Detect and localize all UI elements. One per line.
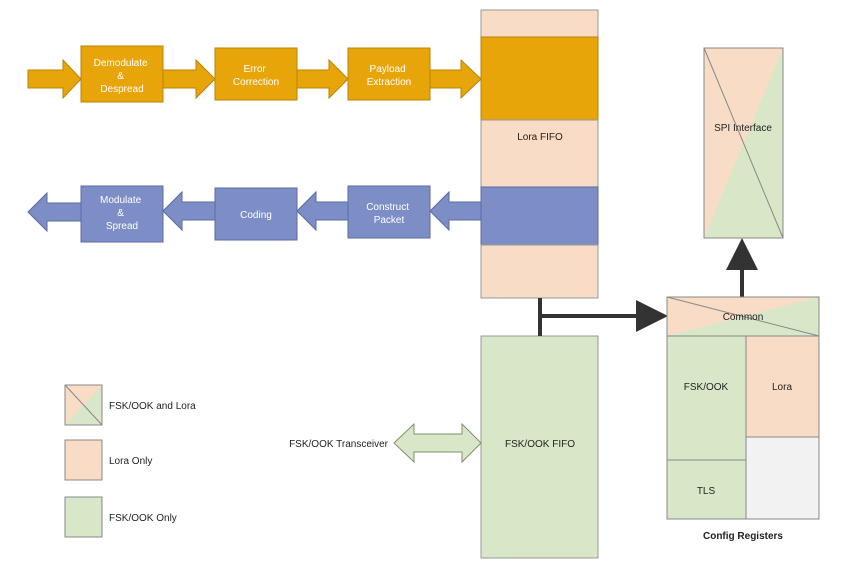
payload-extraction-label: Payload Extraction (367, 64, 411, 88)
fsk-fifo: FSK/OOK FIFO FSK/OOK Transceiver (289, 335, 599, 559)
lora-fifo-bottom-segment (480, 244, 599, 299)
common-label: Common (723, 312, 764, 323)
connectors (538, 238, 758, 336)
lora-fifo-top-segment (480, 9, 599, 38)
coding-label: Coding (240, 210, 272, 221)
fsk-ook-register-label: FSK/OOK (684, 382, 729, 393)
spi-interface-label: SPI Interface (714, 123, 772, 134)
fsk-fifo-label: FSK/OOK FIFO (505, 439, 575, 450)
error-correction-block (214, 47, 298, 101)
demodulate-block (80, 45, 164, 103)
fsk-transceiver-label: FSK/OOK Transceiver (289, 439, 389, 450)
demodulate-label: Demodulate & Despread (94, 58, 151, 95)
rx-arrow-1 (162, 58, 216, 100)
tx-arrow-1 (296, 190, 349, 232)
modulate-block (80, 185, 164, 243)
modulate-label: Modulate & Spread (100, 195, 144, 232)
empty-register-block (745, 436, 820, 520)
lora-register-label: Lora (772, 382, 792, 393)
legend: FSK/OOK and Lora Lora Only FSK/OOK Only (64, 384, 196, 538)
legend-swatch-fsk (64, 496, 103, 538)
lora-fifo-mid-segment (480, 119, 599, 188)
rx-chain: Demodulate & Despread Error Correction P… (27, 45, 482, 103)
lora-fifo-label: Lora FIFO (517, 132, 563, 143)
tls-register-label: TLS (697, 486, 716, 497)
config-registers: Common FSK/OOK Lora TLS Config Registers (666, 296, 820, 542)
config-registers-caption: Config Registers (703, 531, 783, 542)
construct-packet-block (347, 185, 431, 239)
legend-label-lora: Lora Only (109, 456, 152, 467)
error-correction-label: Error Correction (233, 64, 279, 88)
fsk-fifo-block (480, 335, 599, 559)
spi-interface: SPI Interface (703, 47, 784, 239)
lora-fifo: Lora FIFO (480, 9, 599, 299)
fsk-transceiver-arrow (393, 422, 482, 464)
lora-fifo-rx-segment (480, 36, 599, 121)
legend-label-fsk: FSK/OOK Only (109, 513, 177, 524)
rx-input-arrow (27, 58, 82, 100)
tx-arrow-in (429, 190, 482, 232)
tx-arrow-2 (162, 190, 216, 232)
legend-swatch-diagonal (64, 384, 103, 426)
construct-packet-label: Construct Packet (366, 202, 412, 226)
rx-arrow-2 (296, 58, 349, 100)
legend-swatch-lora (64, 439, 103, 481)
tls-register-block (666, 459, 747, 520)
spi-diagonal (703, 47, 784, 239)
fsk-ook-register-block (666, 335, 747, 461)
lora-fifo-tx-segment (480, 186, 599, 246)
common-diagonal (666, 296, 820, 337)
rx-arrow-3 (429, 58, 482, 100)
tx-chain: Construct Packet Coding Modulate & Sprea… (27, 185, 482, 243)
tx-output-arrow (27, 191, 82, 233)
coding-block (214, 187, 298, 241)
legend-label-both: FSK/OOK and Lora (109, 401, 196, 412)
lora-register-block (745, 335, 820, 438)
